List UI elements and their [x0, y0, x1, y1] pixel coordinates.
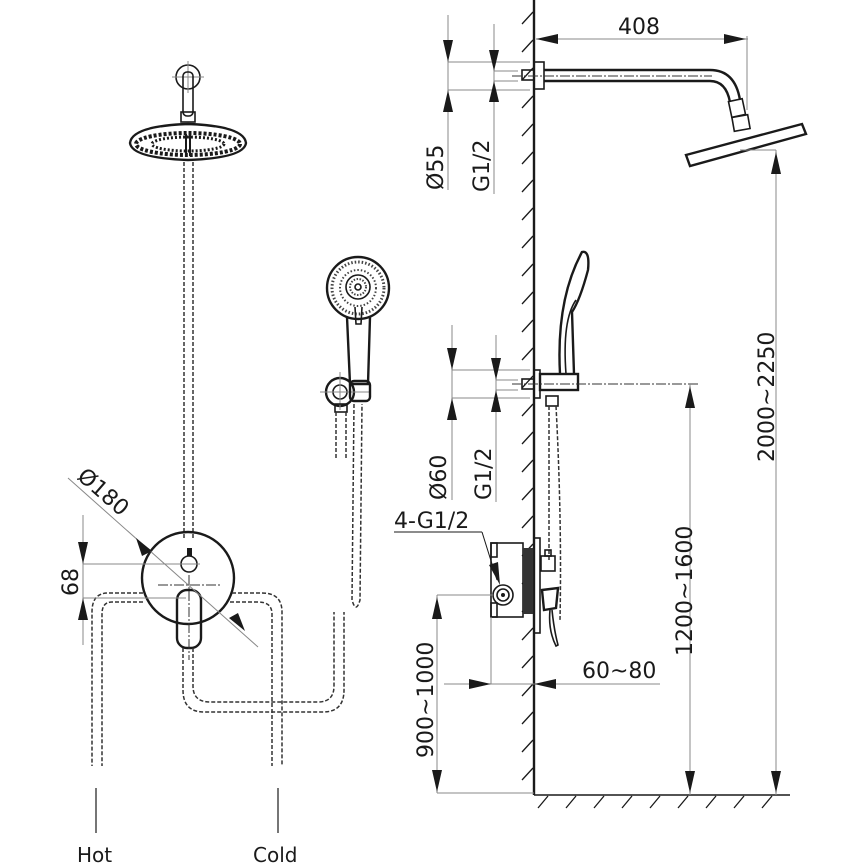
valve-ports-callout: 4-G1/2	[394, 509, 500, 585]
overhead-diameter-label: Ø180	[72, 464, 133, 522]
valve-height-label: 900~1000	[414, 642, 439, 758]
wall-depth-dimension: 60~80	[444, 617, 660, 689]
overhead-arm-side	[512, 61, 808, 168]
wall-depth-label: 60~80	[582, 659, 656, 684]
concealed-valve-body	[490, 537, 560, 648]
mid-connection-dimensions: Ø60 G1/2	[427, 325, 530, 502]
wall-hatch-stroke	[521, 235, 534, 249]
wall-hatch-stroke	[521, 487, 534, 501]
valve-ports-label: 4-G1/2	[394, 509, 469, 534]
wall-hatch-stroke	[521, 179, 534, 193]
hot-inlet-label: Hot	[77, 843, 112, 867]
floor-hatch-stroke	[621, 795, 633, 809]
floor-hatching	[537, 795, 773, 809]
wall-hatch-stroke	[521, 39, 534, 53]
wall-hatch-stroke	[521, 459, 534, 473]
valve-spacing-label: 68	[59, 568, 84, 596]
wall-hatch-stroke	[521, 375, 534, 389]
floor-hatch-stroke	[761, 795, 773, 809]
overhead-height-label: 2000~2250	[755, 332, 780, 462]
overhead-wall-mount	[172, 61, 204, 123]
arm-length-dimension: 408	[536, 15, 748, 110]
floor-hatch-stroke	[677, 795, 689, 809]
wall-hatch-stroke	[521, 263, 534, 277]
overhead-diameter-dimension: Ø180	[67, 464, 259, 648]
floor-hatch-stroke	[593, 795, 605, 809]
floor-hatch-stroke	[705, 795, 717, 809]
cold-inlet-label: Cold	[253, 843, 297, 867]
top-flange-diameter-label: Ø55	[424, 145, 449, 190]
overhead-shower-head	[128, 122, 248, 162]
wall-hatch-stroke	[521, 347, 534, 361]
hand-shower-front	[320, 255, 391, 608]
wall-hatch-stroke	[521, 739, 534, 753]
wall-hatch-stroke	[521, 431, 534, 445]
wall-hatch-stroke	[521, 123, 534, 137]
mid-thread-label: G1/2	[472, 448, 497, 500]
outlet-height-dimension: 1200~1600	[673, 384, 698, 795]
supply-pipes	[91, 592, 345, 766]
wall-hatch-stroke	[521, 767, 534, 781]
wall-hatch-stroke	[521, 683, 534, 697]
wall-hatch-stroke	[521, 151, 534, 165]
floor-hatch-stroke	[649, 795, 661, 809]
wall-hatch-stroke	[521, 515, 534, 529]
front-view: Ø180 68 Hot Cold	[59, 61, 391, 867]
wall-hatch-stroke	[521, 655, 534, 669]
mixer-valve-front	[140, 530, 236, 660]
wall-hatching	[521, 11, 534, 781]
wall-hatch-stroke	[521, 207, 534, 221]
wall-hatch-stroke	[521, 11, 534, 25]
floor-hatch-stroke	[565, 795, 577, 809]
overhead-height-dimension: 2000~2250	[740, 149, 781, 795]
hand-shower-side	[512, 250, 700, 621]
arm-length-label: 408	[618, 15, 660, 40]
side-view: 408 Ø55 G1/2	[394, 0, 808, 809]
top-connection-dimensions: Ø55 G1/2	[424, 15, 530, 194]
mid-flange-diameter-label: Ø60	[427, 455, 452, 500]
wall-hatch-stroke	[521, 711, 534, 725]
valve-spacing-dimension: 68	[59, 515, 186, 645]
wall-hatch-stroke	[521, 319, 534, 333]
wall-hatch-stroke	[521, 291, 534, 305]
top-thread-label: G1/2	[470, 140, 495, 192]
floor-hatch-stroke	[733, 795, 745, 809]
valve-height-dimension: 900~1000	[414, 594, 534, 794]
outlet-height-label: 1200~1600	[673, 526, 698, 656]
floor-hatch-stroke	[537, 795, 549, 809]
wall-hatch-stroke	[521, 403, 534, 417]
wall-hatch-stroke	[521, 95, 534, 109]
wall-hatch-stroke	[521, 627, 534, 641]
